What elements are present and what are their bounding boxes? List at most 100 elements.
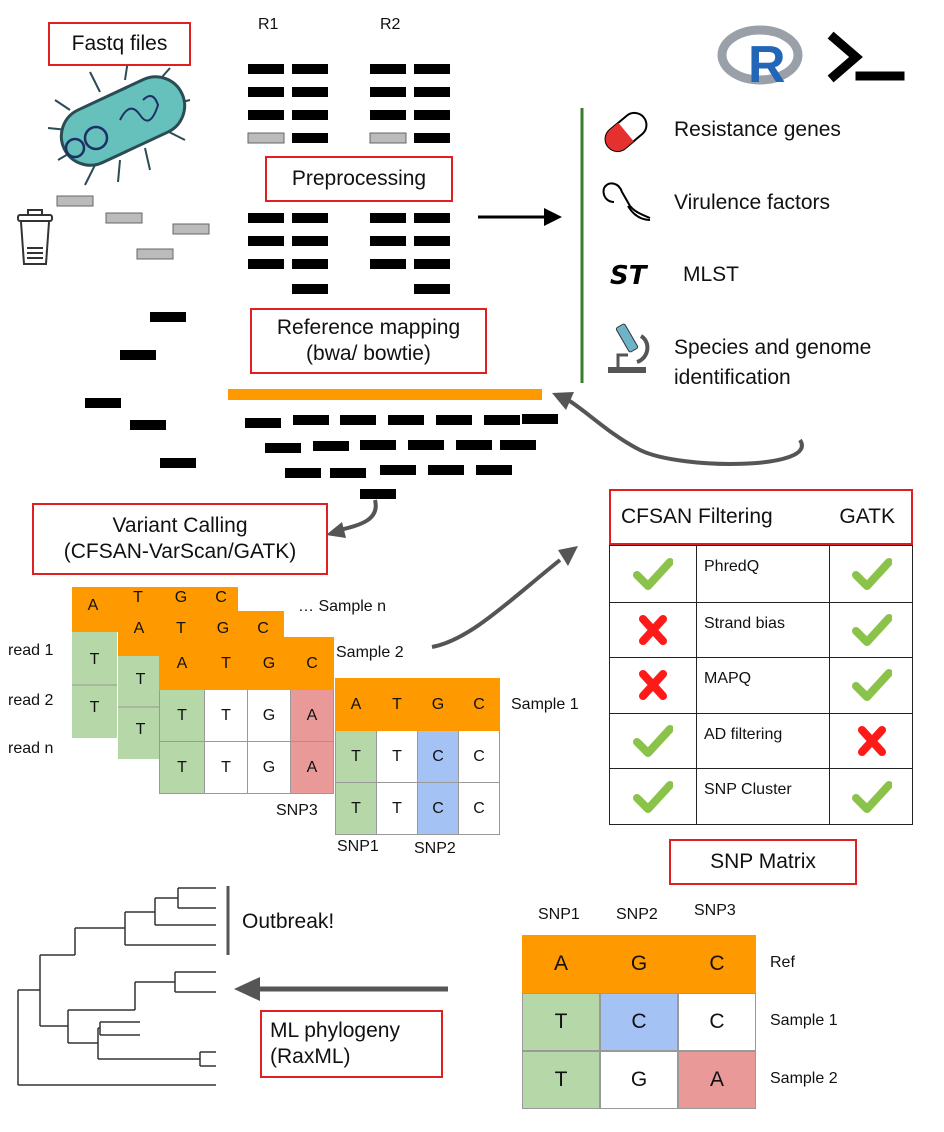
snp-matrix-cell: T: [522, 1051, 600, 1109]
scattered-reads: [85, 312, 196, 468]
snp-matrix-cell: G: [600, 1051, 678, 1109]
filter-row: MAPQ: [610, 657, 912, 713]
r2-label: R2: [380, 16, 401, 33]
curved-arrow-to-reference: [552, 392, 804, 466]
cfsan-filtering-label: CFSAN Filtering: [621, 504, 773, 528]
s1-cell: T: [376, 730, 418, 783]
filter-row: SNP Cluster: [610, 768, 912, 824]
snp-column-header: SNP2: [616, 906, 658, 923]
s1-cell: T: [335, 782, 377, 835]
snp-matrix-cell: C: [678, 993, 756, 1051]
filter-name: PhredQ: [704, 558, 760, 575]
mid-cell-t1: T: [135, 671, 146, 688]
mapped-reads: [245, 414, 558, 499]
cfsan-cell: [610, 546, 697, 602]
sample-2-label: Sample 2: [336, 644, 404, 661]
gatk-cell: [829, 769, 913, 824]
gatk-cell: [829, 713, 913, 769]
gatk-label: GATK: [839, 504, 895, 528]
svg-text:R: R: [748, 36, 786, 94]
discarded-reads: [56, 195, 210, 260]
mapping-line2: (bwa/ bowtie): [306, 342, 431, 365]
fastq-label: Fastq files: [48, 22, 191, 66]
check-icon: [851, 557, 892, 590]
mid-cell-t2: T: [135, 721, 146, 738]
gatk-cell: [829, 602, 913, 658]
arrow-to-variant-calling: [326, 499, 378, 538]
virulence-factors-label: Virulence factors: [674, 191, 831, 214]
s1-cell: A: [335, 678, 377, 731]
s2-cell: C: [290, 637, 334, 690]
gatk-cell: [829, 546, 913, 602]
s1-cell: T: [376, 782, 418, 835]
species-line2: identification: [674, 366, 791, 389]
filter-name: SNP Cluster: [704, 781, 792, 799]
read-2-label: read 2: [8, 692, 54, 709]
mid-header-c: C: [257, 620, 269, 637]
st-icon: ST: [610, 261, 649, 291]
species-line1: Species and genome: [674, 336, 872, 359]
back-cell-t1: T: [89, 651, 100, 668]
species-identification-label: Species and genome identification: [674, 333, 871, 393]
reference-genome-bar: [228, 389, 542, 400]
check-icon: [851, 613, 892, 646]
reference-mapping-step: Reference mapping (bwa/ bowtie): [250, 308, 487, 374]
s1-cell: C: [417, 730, 459, 783]
read-n-label: read n: [8, 740, 54, 757]
trash-icon: [17, 209, 53, 265]
s1-cell: C: [458, 730, 500, 783]
s2-cell: T: [204, 689, 248, 742]
s1-cell: C: [458, 782, 500, 835]
arrow-to-analyses: [478, 208, 562, 226]
gatk-cell: [829, 658, 913, 713]
snp-matrix-cell: T: [522, 993, 600, 1051]
virulence-factor-icon: [602, 182, 651, 221]
filter-name: AD filtering: [704, 725, 783, 743]
snp-column-header: SNP3: [694, 902, 736, 919]
filter-name: MAPQ: [704, 670, 752, 688]
mid-header-a: A: [133, 620, 145, 637]
snp-matrix-title: SNP Matrix: [669, 839, 857, 885]
phylogeny-line1: ML phylogeny: [270, 1018, 400, 1042]
cross-icon: [639, 614, 667, 645]
s2-cell: A: [290, 689, 334, 742]
s2-cell: T: [159, 741, 205, 794]
arrow-to-filtering: [431, 546, 578, 649]
snp-matrix-cell: A: [678, 1051, 756, 1109]
preprocessing-step: Preprocessing: [265, 156, 453, 202]
r1-label: R1: [258, 16, 279, 33]
s2-cell: A: [290, 741, 334, 794]
phylogeny-line2: (RaxML): [270, 1045, 351, 1068]
back-header-g: G: [174, 589, 188, 606]
mapping-line1: Reference mapping: [276, 315, 461, 339]
s2-cell: T: [204, 741, 248, 794]
microscope-icon: [608, 323, 650, 373]
check-icon: [633, 780, 673, 813]
mid-header-t: T: [176, 620, 186, 637]
read-1-label: read 1: [8, 642, 54, 659]
cross-icon: [857, 726, 886, 757]
s1-cell: C: [417, 782, 459, 835]
s2-cell: G: [247, 637, 291, 690]
snp1-label: SNP1: [337, 838, 379, 855]
snp-matrix-cell: G: [600, 935, 678, 993]
clean-reads: [248, 213, 450, 294]
s2-cell: G: [247, 689, 291, 742]
sample-n-label: … Sample n: [298, 598, 387, 615]
check-icon: [851, 780, 892, 813]
snp3-label: SNP3: [276, 802, 318, 819]
snp-matrix-cell: A: [522, 935, 600, 993]
terminal-icon: [827, 31, 905, 83]
snp2-label: SNP2: [414, 840, 456, 857]
s1-cell: T: [376, 678, 418, 731]
sample-1-label: Sample 1: [511, 696, 579, 713]
cfsan-cell: [610, 658, 697, 713]
snp-matrix-cell: C: [600, 993, 678, 1051]
variant-line2: (CFSAN-VarScan/GATK): [63, 540, 297, 563]
s2-cell: T: [204, 637, 248, 690]
back-header-a: A: [87, 597, 99, 614]
s2-cell: A: [159, 637, 205, 690]
